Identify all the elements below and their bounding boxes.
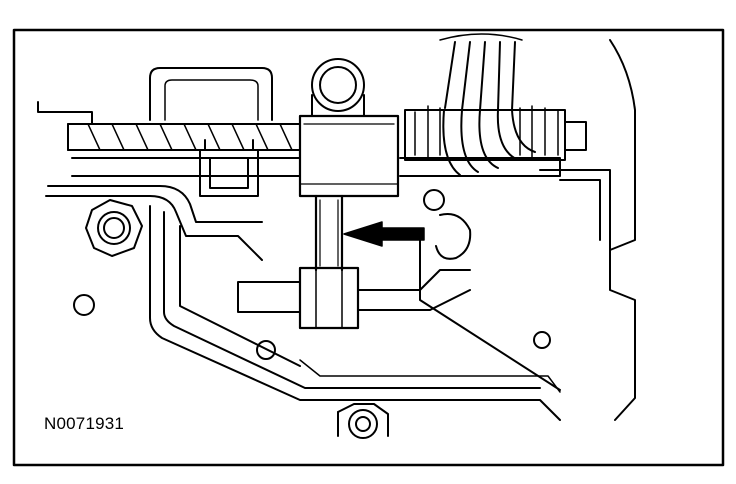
hole-lower-right	[533, 331, 551, 349]
hex-bolt-bottom	[337, 403, 389, 439]
mounting-plate	[45, 185, 561, 421]
right-boss	[419, 213, 561, 391]
hole-right	[423, 189, 445, 211]
central-connector	[298, 114, 400, 198]
right-connector	[404, 105, 587, 161]
lower-housing	[299, 359, 561, 393]
gear-rack	[67, 123, 561, 177]
left-clip	[199, 139, 259, 197]
figure-id-label: N0071931	[44, 414, 125, 433]
direction-arrow	[343, 221, 425, 247]
hole-center	[256, 340, 276, 360]
upper-housing	[149, 67, 273, 121]
top-round-boss	[311, 58, 365, 116]
right-housing	[539, 39, 636, 421]
left-flange	[37, 101, 93, 125]
shift-lever	[237, 194, 471, 330]
figure-border	[12, 28, 725, 467]
wire-harness	[439, 33, 536, 176]
hole-left	[73, 294, 95, 316]
hex-bolt-left	[85, 199, 143, 257]
